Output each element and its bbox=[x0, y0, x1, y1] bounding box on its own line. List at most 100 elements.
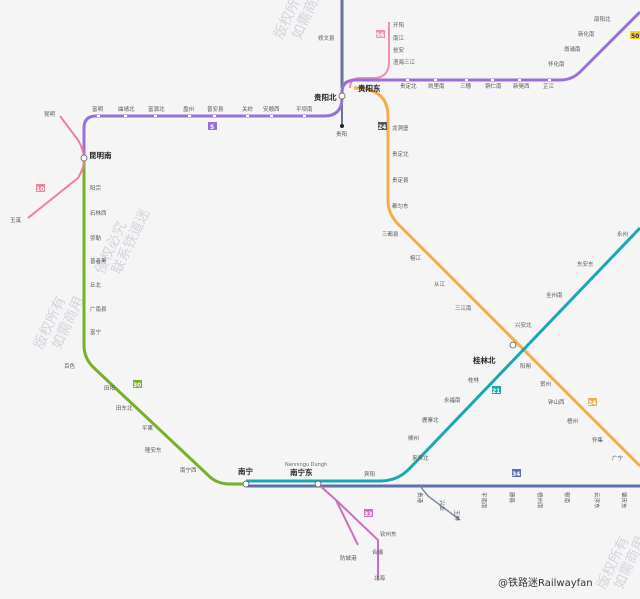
station-tick bbox=[518, 79, 521, 81]
station-tick bbox=[406, 79, 409, 81]
station-label: 钦州东 bbox=[380, 530, 397, 538]
magenta-station-labels: 钦州东 防城港 合浦 北海 bbox=[340, 530, 397, 582]
line-badge bbox=[512, 469, 521, 477]
credit-text: @铁路迷Railwayfan bbox=[498, 576, 593, 589]
line-badge-label: 24 bbox=[378, 124, 386, 131]
station-label: 南江 bbox=[393, 34, 405, 42]
station-label: 开阳 bbox=[393, 21, 404, 29]
station-label: 普者黑 bbox=[90, 257, 107, 265]
station-tick bbox=[97, 115, 100, 117]
station-label: 新化南 bbox=[578, 30, 595, 38]
station-label: 安顺西 bbox=[263, 105, 280, 113]
pink-branch-line bbox=[349, 22, 390, 89]
station-label: 贵港 bbox=[416, 492, 424, 504]
station-label: 梧州 bbox=[567, 417, 578, 425]
station-label: 芷江 bbox=[543, 82, 555, 90]
station-tick bbox=[246, 115, 249, 117]
hub-node bbox=[338, 92, 346, 100]
navy-station-labels: 贵港 平南南 藤县 梧州南 郁南 云浮东 肇庆东 bbox=[416, 492, 628, 509]
line-badge bbox=[133, 380, 142, 388]
hub-guiyangbei: 贵阳北 bbox=[314, 92, 337, 102]
station-label: 平坝南 bbox=[296, 105, 313, 113]
station-label: 三穗 bbox=[460, 82, 472, 90]
station-label: 广宁 bbox=[612, 454, 624, 462]
station-label: 柳州 bbox=[408, 434, 419, 442]
line-badge bbox=[588, 398, 597, 406]
station-label: 昆明 bbox=[44, 111, 56, 118]
station-label: 新晃西 bbox=[513, 82, 530, 90]
station-tick bbox=[548, 79, 551, 81]
station-tick bbox=[303, 115, 306, 117]
line-badge-label: 5 bbox=[210, 124, 214, 131]
hub-node bbox=[242, 480, 250, 488]
station-label: 来宾北 bbox=[412, 454, 429, 462]
station-label: 丘北 bbox=[90, 281, 102, 289]
station-label: 阳朔 bbox=[520, 362, 532, 370]
station-label: 怀化南 bbox=[548, 60, 565, 68]
station-label: 关岭 bbox=[242, 105, 254, 113]
line-badge bbox=[364, 509, 373, 517]
station-label: 三都县 bbox=[382, 231, 399, 238]
station-label: 邵阳北 bbox=[594, 15, 611, 23]
line-badge bbox=[36, 184, 45, 192]
station-label: 玉林 bbox=[453, 510, 461, 522]
station-label: 石林西 bbox=[90, 209, 107, 217]
grey-branch-line bbox=[419, 485, 461, 521]
green-line bbox=[82, 160, 246, 486]
station-label: 永州 bbox=[617, 230, 628, 238]
terminal-node bbox=[340, 124, 344, 128]
station-label: 桂林 bbox=[468, 376, 480, 384]
station-label: 铜仁南 bbox=[485, 82, 502, 90]
station-label: 广南县 bbox=[90, 305, 107, 313]
station-tick bbox=[434, 79, 437, 81]
station-label: 瓮安 bbox=[393, 46, 405, 54]
station-tick bbox=[270, 115, 273, 117]
station-label: 兴业 bbox=[438, 500, 446, 512]
station-label: 兴安北 bbox=[515, 321, 532, 329]
station-tick bbox=[154, 115, 157, 117]
station-label: 北海 bbox=[374, 574, 386, 582]
line-badge bbox=[208, 122, 217, 130]
teal-line bbox=[246, 226, 640, 483]
station-label: 云浮东 bbox=[593, 492, 601, 509]
station-label: 怀集 bbox=[592, 436, 604, 444]
station-label: 贵定北 bbox=[392, 150, 409, 158]
branch-station-labels: 兴业 玉林 bbox=[438, 500, 461, 522]
purple-ticks bbox=[97, 79, 551, 117]
station-label: 弥勒 bbox=[90, 234, 102, 242]
station-label: 三江南 bbox=[455, 304, 472, 312]
hub-nanning: 南宁 bbox=[238, 466, 253, 476]
line-badge bbox=[492, 386, 501, 394]
station-label: 龙洞堡 bbox=[392, 124, 409, 132]
teal-station-labels: 柳州 来宾北 鹿寨北 永福南 桂林 兴安北 全州南 东安东 永州 宾阳 bbox=[364, 230, 628, 478]
station-label: 南宁西 bbox=[180, 466, 197, 474]
green-station-labels: 阳宗 石林西 弥勒 普者黑 丘北 广南县 富宁 百色 田阳 田东北 平果 隆安东… bbox=[64, 184, 197, 474]
station-label: 梧州南 bbox=[536, 492, 544, 509]
top-station-labels: 修文县 开阳 南江 瓮安 渣海三江 贵阳 bbox=[318, 21, 416, 138]
hub-nanningdong: 南宁东 bbox=[290, 467, 313, 477]
hub-labels: 贵阳北 贵阳东 昆明南 桂林北 南宁 南宁东 Nanningu Dungh bbox=[89, 83, 496, 477]
station-label: 普安县 bbox=[207, 105, 224, 113]
line-badge-label: 10 bbox=[36, 186, 44, 193]
station-label: 从江 bbox=[434, 281, 446, 288]
station-label: 平南南 bbox=[480, 492, 488, 509]
station-label: 百色 bbox=[64, 362, 76, 370]
station-label: 隆安东 bbox=[145, 446, 162, 454]
station-label: 富明 bbox=[92, 105, 104, 113]
hub-nanningdong-en: Nanningu Dungh bbox=[285, 462, 327, 468]
hub-guilinbei: 桂林北 bbox=[472, 355, 496, 365]
station-label: 贺州 bbox=[540, 380, 551, 388]
station-label: 东安东 bbox=[577, 260, 594, 268]
station-label: 合浦 bbox=[372, 548, 384, 556]
orange-line bbox=[353, 86, 640, 468]
station-label: 田东北 bbox=[116, 404, 133, 412]
station-label: 鹿寨北 bbox=[422, 416, 439, 424]
hub-kunmingnan: 昆明南 bbox=[89, 150, 112, 160]
station-tick bbox=[124, 115, 127, 117]
line-badge-label: 56 bbox=[376, 32, 384, 39]
station-label: 曲靖北 bbox=[118, 105, 135, 113]
station-label: 凯里南 bbox=[428, 82, 445, 90]
line-badge bbox=[376, 30, 385, 38]
hub-node bbox=[80, 154, 88, 162]
